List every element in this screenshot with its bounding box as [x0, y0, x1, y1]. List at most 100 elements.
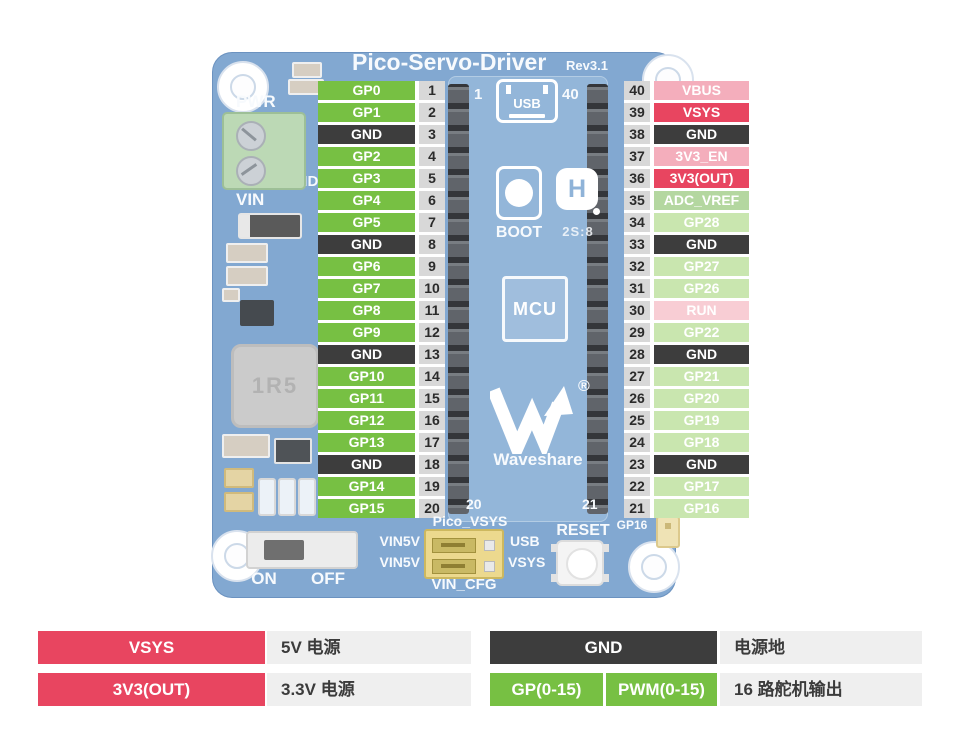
legend-key: GP(0-15) [490, 673, 603, 706]
pwr-label: PWR [236, 92, 276, 111]
pin-label-right-23: GND [654, 455, 749, 474]
pin-label-right-32: GP27 [654, 257, 749, 276]
mounting-hole [217, 61, 269, 113]
pin-label-right-33: GND [654, 235, 749, 254]
pin-number-left-5: 5 [419, 169, 445, 188]
pin-number-left-13: 13 [419, 345, 445, 364]
board-title: Pico-Servo-Driver [352, 49, 547, 75]
smd-resistor [222, 434, 270, 458]
pin-label-right-35: ADC_VREF [654, 191, 749, 210]
pin-label-left-11: GP8 [318, 301, 415, 320]
smd-capacitor [224, 492, 254, 512]
pin-number-right-37: 37 [624, 147, 650, 166]
pin-label-right-25: GP19 [654, 411, 749, 430]
module-pin40-mark: 40 [562, 86, 579, 103]
vin-cfg-label: VIN_CFG [431, 576, 497, 593]
pin-label-right-36: 3V3(OUT) [654, 169, 749, 188]
h-logo-letter: H [567, 174, 587, 203]
smd-pad [258, 478, 276, 516]
vin5v-label-2: VIN5V [379, 554, 420, 570]
pin-number-right-29: 29 [624, 323, 650, 342]
module-pin1-mark: 1 [474, 86, 483, 103]
pin-label-left-17: GP13 [318, 433, 415, 452]
boot-button [496, 166, 542, 220]
pin-number-right-35: 35 [624, 191, 650, 210]
pin-header-strip [448, 84, 469, 514]
legend-description: 5V 电源 [267, 631, 471, 664]
pin-label-left-10: GP7 [318, 279, 415, 298]
smd-diode [238, 213, 302, 239]
pin-number-right-34: 34 [624, 213, 650, 232]
pin-number-left-10: 10 [419, 279, 445, 298]
pin-label-right-40: VBUS [654, 81, 749, 100]
pin-label-left-12: GP9 [318, 323, 415, 342]
pin-label-right-26: GP20 [654, 389, 749, 408]
pin-label-left-20: GP15 [318, 499, 415, 518]
pin-number-right-24: 24 [624, 433, 650, 452]
switch-on-label: ON [251, 569, 277, 588]
pin-number-right-36: 36 [624, 169, 650, 188]
switch-off-label: OFF [311, 569, 345, 588]
pin-number-right-23: 23 [624, 455, 650, 474]
pin-label-left-13: GND [318, 345, 415, 364]
pin-label-right-24: GP18 [654, 433, 749, 452]
vin-cfg-jumper [424, 529, 504, 579]
reset-button [551, 540, 609, 586]
legend-key: VSYS [38, 631, 265, 664]
pin-number-right-22: 22 [624, 477, 650, 496]
smd-diode [274, 438, 312, 464]
vsys-option-label: VSYS [508, 554, 546, 570]
pin-label-left-3: GND [318, 125, 415, 144]
pin-number-left-16: 16 [419, 411, 445, 430]
vin5v-label-1: VIN5V [379, 533, 420, 549]
smd-ic [240, 300, 274, 326]
pin-number-left-18: 18 [419, 455, 445, 474]
pin-number-right-39: 39 [624, 103, 650, 122]
boot-label: BOOT [495, 224, 543, 241]
pin-label-right-31: GP26 [654, 279, 749, 298]
legend-description: 16 路舵机输出 [720, 673, 922, 706]
pin-label-left-18: GND [318, 455, 415, 474]
smd-capacitor [222, 288, 240, 302]
jumper-cap [432, 538, 476, 553]
pin-label-left-1: GP0 [318, 81, 415, 100]
module-pin20-mark: 20 [466, 496, 482, 512]
usb-option-label: USB [510, 533, 540, 549]
usb-connector: USB [496, 79, 558, 123]
h-logo-icon: H [556, 168, 600, 215]
pin-number-left-3: 3 [419, 125, 445, 144]
inductor-code: 1R5 [251, 373, 299, 398]
mounting-hole [628, 541, 680, 593]
pico-vsys-label: Pico_VSYS [432, 513, 508, 529]
pin-number-left-14: 14 [419, 367, 445, 386]
pin-number-right-33: 33 [624, 235, 650, 254]
waveshare-brand-label: Waveshare [493, 450, 583, 469]
pin-label-right-38: GND [654, 125, 749, 144]
legend-description: 3.3V 电源 [267, 673, 471, 706]
gp16-label: GP16 [616, 518, 648, 532]
pin-number-left-15: 15 [419, 389, 445, 408]
smd-pad [278, 478, 296, 516]
pin-number-left-9: 9 [419, 257, 445, 276]
pin-number-right-21: 21 [624, 499, 650, 518]
pin-number-left-19: 19 [419, 477, 445, 496]
mcu-label: MCU [513, 298, 557, 319]
registered-mark: ® [578, 378, 590, 395]
pin-number-left-1: 1 [419, 81, 445, 100]
pin-label-right-22: GP17 [654, 477, 749, 496]
smd-resistor [226, 243, 268, 263]
pin-label-right-39: VSYS [654, 103, 749, 122]
smd-resistor [292, 62, 322, 78]
pin-number-left-7: 7 [419, 213, 445, 232]
pin-label-right-21: GP16 [654, 499, 749, 518]
pin-number-right-27: 27 [624, 367, 650, 386]
vin-label: VIN [236, 190, 265, 209]
pin-label-left-2: GP1 [318, 103, 415, 122]
pin-label-right-34: GP28 [654, 213, 749, 232]
waveshare-logo-icon [490, 386, 573, 454]
gp16-led [656, 516, 680, 548]
